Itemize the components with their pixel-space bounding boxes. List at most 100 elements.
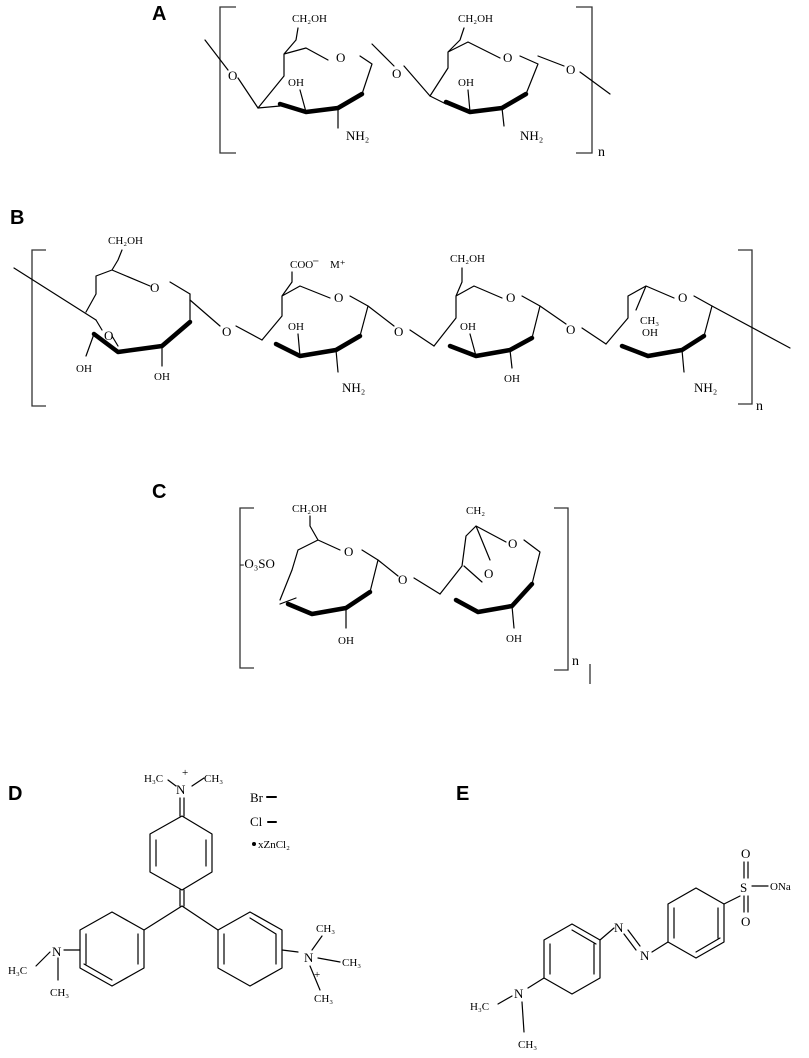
- panel-c-ring2-ch2: CH₂: [466, 505, 485, 517]
- panel-c-link: [377, 559, 441, 595]
- panel-a-label: A: [152, 3, 166, 25]
- panel-a-ring2-oh-bond: [467, 89, 471, 113]
- panel-a-ring2-ch2oh: CH₂OH: [458, 13, 493, 25]
- panel-e-o-top: O: [741, 846, 750, 861]
- panel-c-ring1: [291, 515, 379, 593]
- panel-b-ring3-o: O: [506, 290, 515, 305]
- panel-b-ring1-side: [95, 319, 119, 347]
- panel-e-amine-bonds: [497, 977, 545, 1033]
- panel-e-amine-n: N: [514, 986, 524, 1001]
- panel-d-zn: xZnCl₂: [258, 839, 290, 851]
- panel-b-label: B: [10, 207, 24, 229]
- panel-d-top-h3c: H₃C: [144, 773, 163, 785]
- panel-e-azo-bond1: [599, 927, 615, 941]
- panel-d-top-plus: +: [182, 767, 188, 779]
- panel-d-right-ring: [217, 911, 283, 987]
- panel-d-top-n: N: [176, 782, 186, 797]
- panel-e-s-bond: [723, 895, 741, 905]
- panel-b-ring1-ch2oh: CH₂OH: [108, 235, 143, 247]
- panel-b-ring1-base: [91, 319, 193, 355]
- panel-a-o-link: O: [392, 66, 401, 81]
- panel-d-right-methyls: [309, 935, 341, 991]
- panel-b-ring1: [13, 249, 191, 321]
- panel-b-ring4-nh2: NH₂: [694, 380, 717, 395]
- panel-b-o-link3: O: [566, 322, 575, 337]
- panel-e-azo-bond2: [651, 941, 669, 953]
- panel-c-ring2-oh: OH: [506, 633, 522, 645]
- panel-a-ring2-o: O: [503, 50, 512, 65]
- panel-b-ring4-oh: OH: [642, 327, 658, 339]
- panel-b-ring3-oh-bottom: OH: [504, 373, 520, 385]
- panel-d-left-methyls: [35, 951, 59, 981]
- panel-b-link2: [367, 305, 435, 347]
- panel-d-right-ch3-mid: CH₃: [342, 957, 361, 969]
- panel-d-top-double: [179, 797, 185, 817]
- panel-d-left-h3c: H₃C: [8, 965, 27, 977]
- panel-c-ring1-o: O: [344, 544, 353, 559]
- panel-b-ring3-ch2oh: CH₂OH: [450, 253, 485, 265]
- panel-d-left-ring: [79, 911, 145, 987]
- panel-e: E H₃C N CH₃ N N S O O ONa: [456, 783, 791, 1051]
- panel-c-bracket-right: [554, 507, 569, 671]
- panel-b-ring3-oh-top-bond: [469, 333, 477, 357]
- panel-a-ring1-ch2oh: CH₂OH: [292, 13, 327, 25]
- panel-a-ring1-base: [277, 91, 365, 115]
- panel-b-ring4-nh2-bond: [681, 349, 685, 373]
- panel-d-top-methyls: [167, 777, 205, 787]
- panel-a-ring2-oh: OH: [458, 77, 474, 89]
- panel-a-terminal-right: [537, 55, 611, 95]
- panel-b-ring1-o: O: [150, 280, 159, 295]
- panel-b-ring1-o2: O: [104, 328, 113, 343]
- panel-d-left-ch3: CH₃: [50, 987, 69, 999]
- panel-e-azo-n1: N: [614, 920, 624, 935]
- panel-b-o-link2: O: [394, 324, 403, 339]
- panel-a-ring2-nh2: NH₂: [520, 128, 543, 143]
- panel-c-ring2-bridge-o: O: [484, 566, 493, 581]
- panel-d-right-inner: [223, 917, 277, 965]
- panel-c-ring1-so3-bond: [279, 569, 297, 605]
- panel-e-ring1: [543, 923, 601, 995]
- panel-c-label: C: [152, 481, 166, 503]
- panel-a-ring1-nh2: NH₂: [346, 128, 369, 143]
- panel-b-ring4-o: O: [678, 290, 687, 305]
- panel-b-ring2-coo: COO: [290, 259, 313, 271]
- panel-b-ring2-o: O: [334, 290, 343, 305]
- panel-d-left-n: N: [52, 944, 62, 959]
- panel-a-link: [371, 43, 431, 97]
- panel-e-ring1-inner: [549, 929, 597, 975]
- panel-d-right-ch3-bottom: CH₃: [314, 993, 333, 1005]
- panel-e-o-bottom: O: [741, 914, 750, 929]
- panel-c-ring1-ch2oh: CH₂OH: [292, 503, 327, 515]
- panel-d-right-n: N: [304, 950, 314, 965]
- panel-a-ring1-o: O: [336, 50, 345, 65]
- panel-d-right-ch3-top: CH₃: [316, 923, 335, 935]
- panel-d-br: Br: [250, 790, 264, 805]
- panel-e-s-o-top: [743, 861, 749, 879]
- panel-b-repeat: n: [756, 399, 763, 414]
- panel-c-ring2: [439, 525, 541, 595]
- panel-e-h3c: H₃C: [470, 1001, 489, 1013]
- panel-d-top-ch3: CH₃: [204, 773, 223, 785]
- panel-d-central-double: [179, 889, 185, 907]
- panel-a-o-left: O: [228, 68, 237, 83]
- panel-b-link1: [189, 299, 263, 341]
- panel-e-azo-double: [623, 929, 641, 951]
- panel-b-ring2-base: [273, 333, 363, 359]
- panel-a-ring1: [257, 27, 373, 109]
- panel-a-bracket-right: [576, 6, 593, 154]
- panel-b-o-link1: O: [222, 324, 231, 339]
- panel-d-right-plus: +: [314, 969, 320, 981]
- panel-a: A n O O CH₂OH OH NH₂ O O CH₂OH OH NH₂ O: [152, 3, 611, 160]
- panel-b-ring3-oh-bottom-bond: [509, 349, 513, 369]
- panel-c-repeat: n: [572, 654, 579, 669]
- panel-a-ring2: [429, 27, 539, 105]
- panel-e-s-o-bottom: [743, 895, 749, 913]
- panel-e-azo-n2: N: [640, 948, 650, 963]
- panel-d-quinoid-inner: [155, 839, 207, 867]
- panel-b-ring4-base: [619, 333, 707, 359]
- panel-d-label: D: [8, 783, 22, 805]
- panel-e-label: E: [456, 783, 469, 805]
- panel-b-ring2-minus: ⁻: [312, 257, 319, 272]
- panel-c: C n O CH₂OH -O₃SO OH O O O CH₂ OH: [152, 481, 591, 684]
- panel-d-dot: [252, 842, 256, 846]
